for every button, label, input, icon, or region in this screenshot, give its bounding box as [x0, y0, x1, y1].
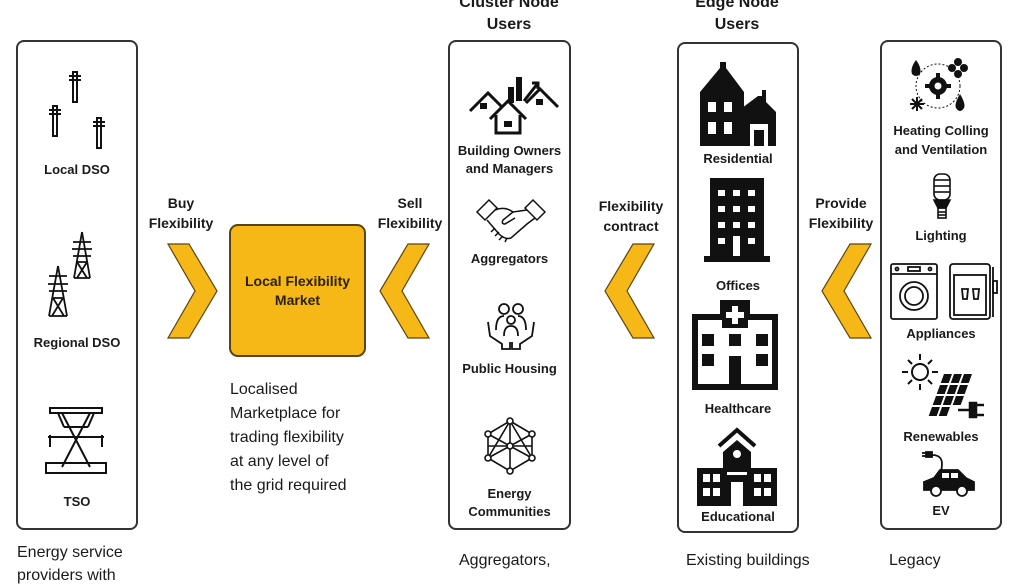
provide-flexibility-label-line2: Flexibility: [808, 215, 874, 231]
appliances-icon: [890, 263, 998, 320]
solar-icon: [902, 354, 984, 419]
edge-header-line2: Users: [714, 16, 760, 33]
local-flexibility-market-box: Local Flexibility Market: [229, 224, 366, 357]
handshake-icon: [475, 198, 547, 243]
market-title-line2: Market: [274, 291, 321, 308]
ev-icon: [922, 451, 975, 497]
flexibility-contract-label-line1: Flexibility: [598, 198, 664, 214]
appliances-label: Appliances: [906, 326, 976, 341]
assets-footer: Legacy: [889, 552, 941, 569]
hospital-icon: [692, 300, 778, 390]
assets-panel: [880, 40, 1002, 530]
cluster-item-label-line: Public Housing: [462, 361, 557, 376]
substation-pylon-icon: [45, 407, 107, 474]
network-icon: [484, 417, 536, 475]
bulb-icon: [932, 173, 952, 219]
edge-users-footer: Existing buildings: [686, 552, 810, 569]
family-hands-icon: [487, 303, 535, 350]
market-description-line: Marketplace for: [230, 405, 341, 422]
provide-chevron-left-icon: [821, 243, 873, 339]
cluster-users-footer: Aggregators,: [459, 552, 551, 569]
contract-chevron-left-icon: [604, 243, 656, 339]
renewables-label: Renewables: [903, 429, 979, 444]
healthcare-label: Healthcare: [704, 401, 772, 416]
educational-label: Educational: [701, 509, 775, 524]
cluster-header-line1: Cluster Node: [459, 0, 559, 11]
market-description-line: the grid required: [230, 477, 347, 494]
asset-label-line: and Ventilation: [894, 142, 988, 157]
market-description-line: Localised: [230, 381, 298, 398]
buy-flexibility-label-line2: Flexibility: [148, 215, 214, 231]
buy-flexibility-label-line1: Buy: [167, 195, 195, 211]
cluster-item-label-line: and Managers: [465, 161, 554, 176]
offices-label: Offices: [715, 278, 761, 293]
cluster-item-label-line: Energy: [487, 486, 532, 501]
tso-label: TSO: [63, 494, 91, 509]
lighting-label: Lighting: [915, 228, 967, 243]
transmission-towers-icon: [48, 231, 92, 317]
buy-chevron-right-icon: [166, 243, 218, 339]
market-description: Localised Marketplace for trading flexib…: [230, 378, 390, 498]
cluster-header-line2: Users: [486, 16, 532, 33]
asset-label-line: Heating Colling: [893, 123, 989, 138]
office-building-icon: [704, 178, 770, 262]
cluster-item-label-line: Building Owners: [457, 143, 562, 158]
cluster-item-label-line: Communities: [468, 504, 551, 519]
hvac-icon: [910, 58, 968, 111]
ev-label: EV: [932, 503, 950, 518]
market-description-line: at any level of: [230, 453, 329, 470]
market-title-line1: Local Flexibility: [244, 272, 351, 289]
power-poles-icon: [49, 71, 105, 149]
grid-operators-footer-line2: providers with: [17, 567, 116, 584]
school-icon: [697, 427, 777, 506]
provide-flexibility-label-line1: Provide: [815, 195, 867, 211]
edge-header-line1: Edge Node: [695, 0, 779, 11]
houses-icon: [700, 62, 776, 146]
regional-dso-label: Regional DSO: [33, 335, 121, 350]
local-dso-label: Local DSO: [44, 162, 110, 177]
market-description-line: trading flexibility: [230, 429, 344, 446]
sell-flexibility-label-line2: Flexibility: [377, 215, 443, 231]
sell-chevron-left-icon: [379, 243, 431, 339]
sell-flexibility-label-line1: Sell: [397, 195, 423, 211]
grid-operators-panel: [16, 40, 138, 530]
cluster-item-label-line: Aggregators: [470, 251, 549, 266]
houses-chart-icon: [468, 77, 560, 135]
flexibility-contract-label-line2: contract: [603, 218, 659, 234]
grid-operators-footer-line1: Energy service: [17, 544, 123, 561]
residential-label: Residential: [703, 151, 773, 166]
